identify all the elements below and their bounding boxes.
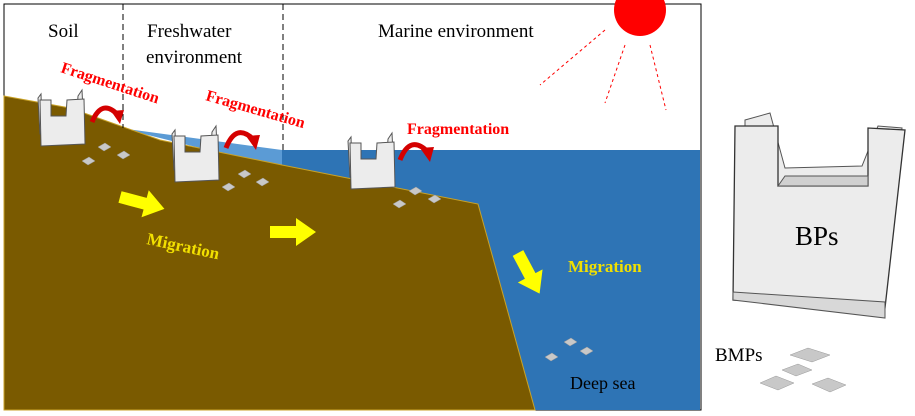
- sea: [282, 150, 700, 410]
- legend-micro-label: BMPs: [715, 345, 763, 366]
- legend-bag-label: BPs: [795, 221, 839, 251]
- zone-label-soil: Soil: [48, 21, 79, 42]
- migration-label-2: Migration: [568, 257, 642, 276]
- legend-bag-icon: [732, 112, 906, 319]
- deep-sea-label: Deep sea: [570, 373, 635, 393]
- curved-arrow-head: [420, 147, 434, 162]
- fragmentation-label-3: Fragmentation: [407, 121, 509, 138]
- zone-label-freshwater-1: Freshwater: [147, 21, 232, 42]
- curved-arrow-head: [246, 135, 260, 150]
- zone-label-marine: Marine environment: [378, 21, 534, 42]
- curved-arrow-head: [111, 110, 124, 124]
- legend-flakes-icon: [759, 347, 847, 393]
- zone-label-freshwater-2: environment: [146, 47, 243, 68]
- sun-icon: [614, 0, 666, 36]
- sun-rays: [539, 29, 667, 111]
